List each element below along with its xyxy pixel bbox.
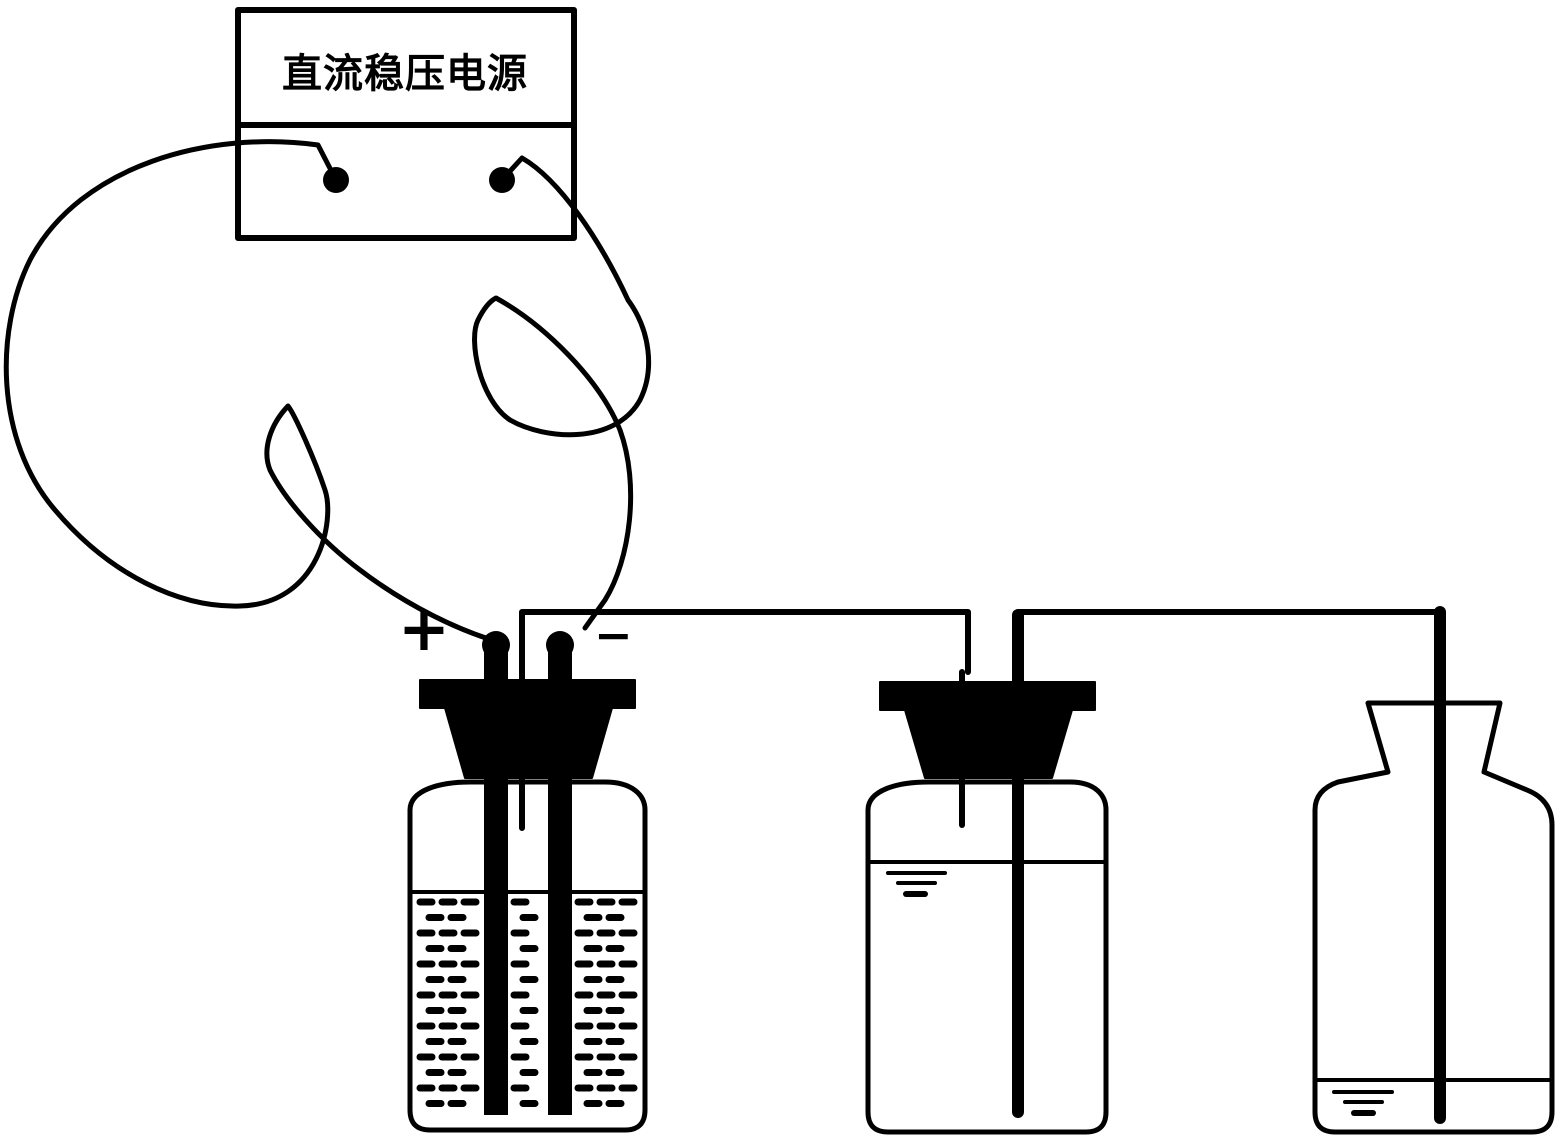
negative-sign: − xyxy=(594,608,633,662)
positive-sign: + xyxy=(398,592,450,665)
gas-outlet-tube xyxy=(519,609,971,831)
bottle2-stopper xyxy=(879,681,1096,779)
bottle1-stopper xyxy=(419,679,636,779)
anode-electrode xyxy=(484,645,508,1115)
dc-power-supply xyxy=(235,7,577,241)
collection-bottle xyxy=(1312,606,1555,1135)
positive-wire xyxy=(3,139,495,643)
wash-bottle xyxy=(865,609,1443,1135)
cathode-electrode xyxy=(548,645,572,1115)
negative-wire xyxy=(472,155,652,631)
power-supply-label: 直流稳压电源 xyxy=(282,51,528,97)
electrolysis-bottle xyxy=(407,609,971,1133)
electrolyte-pattern xyxy=(416,898,638,1107)
